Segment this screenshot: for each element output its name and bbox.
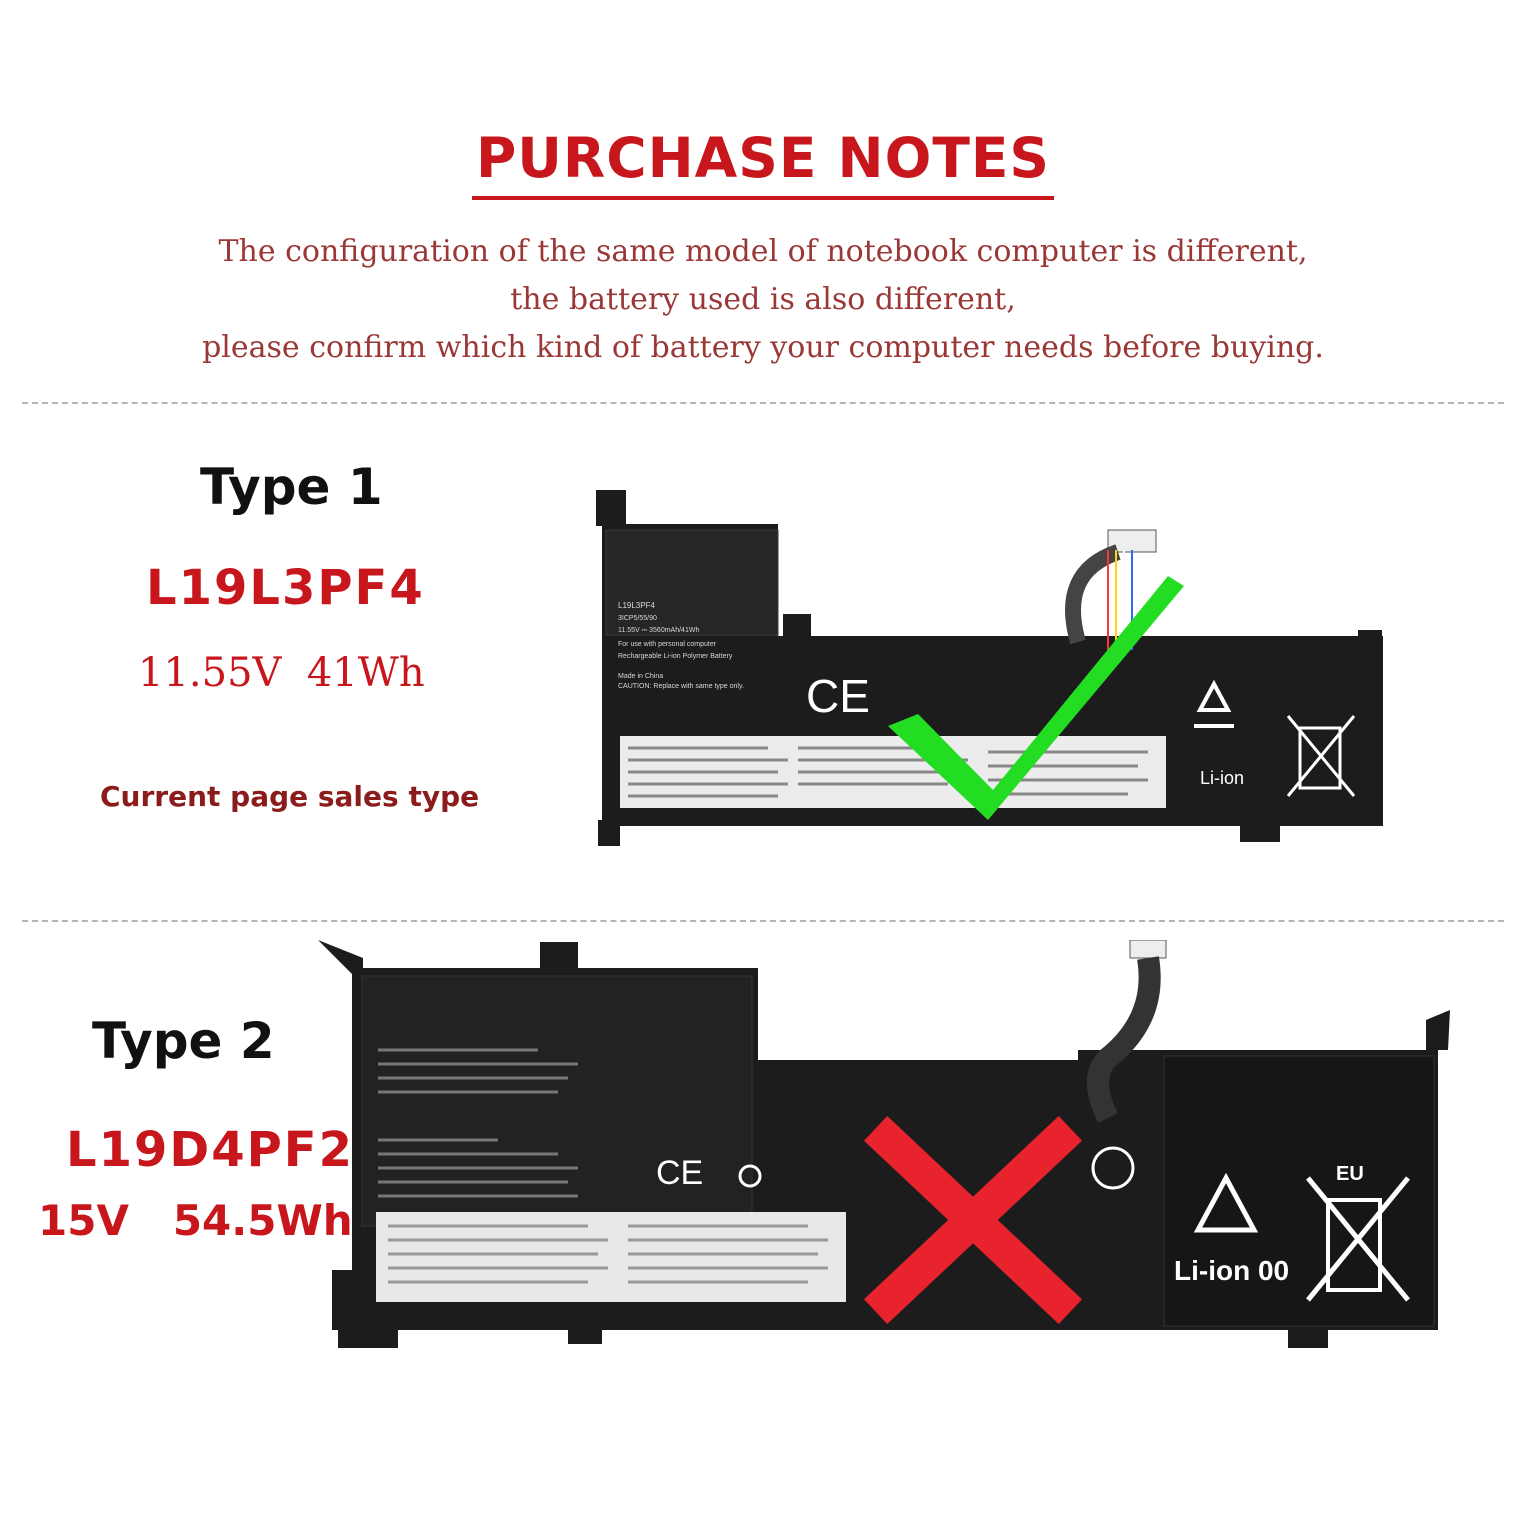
divider-top [22, 402, 1504, 404]
mount-tab [318, 940, 363, 980]
type2-battery-image: CE Li-ion 00 EU [318, 940, 1450, 1348]
battery-label-cells: 3ICP5/55/90 [618, 615, 657, 622]
crossed-bin-icon [1286, 715, 1356, 797]
connector-cable [1087, 956, 1161, 1123]
type2-model: L19D4PF2 [66, 1122, 354, 1178]
battery-panel [605, 529, 779, 636]
type1-spec: 11.55V 41Wh [138, 650, 425, 696]
type2-label: Type 2 [92, 1012, 275, 1070]
divider-middle [22, 920, 1504, 922]
recycle-icon [1194, 679, 1234, 728]
note-line-1: The configuration of the same model of n… [218, 234, 1308, 269]
battery-right-panel [1163, 1055, 1435, 1327]
mount-tab [596, 490, 626, 526]
note-line-2: the battery used is also different, [510, 282, 1016, 317]
connector-cable [1065, 544, 1121, 645]
mount-tab [598, 820, 620, 846]
battery-label-lines [378, 1048, 578, 1198]
type2-spec: 15V 54.5Wh [38, 1196, 353, 1245]
purchase-notes-text: The configuration of the same model of n… [0, 228, 1526, 372]
mount-tab [540, 942, 578, 974]
li-ion-label: Li-ion [1200, 768, 1244, 788]
crossed-bin-icon [1306, 1176, 1410, 1302]
battery-label-caution: CAUTION: Replace with same type only. [618, 683, 744, 690]
li-ion-label: Li-ion 00 [1174, 1255, 1289, 1286]
warning-text-lines [628, 746, 1148, 798]
warning-text-lines [388, 1224, 828, 1284]
current-page-sales-type: Current page sales type [100, 780, 480, 813]
ce-mark: CE [806, 670, 870, 722]
eu-label: EU [1336, 1163, 1364, 1185]
type1-model: L19L3PF4 [146, 560, 425, 616]
type1-label: Type 1 [200, 458, 383, 516]
battery-label-type: Rechargeable Li-ion Polymer Battery [618, 653, 733, 660]
note-line-3: please confirm which kind of battery you… [202, 330, 1324, 365]
title-text: PURCHASE NOTES [471, 126, 1055, 200]
mount-tab [1288, 1328, 1328, 1348]
battery-label-use: For use with personal computer [618, 641, 717, 648]
type1-battery-image: L19L3PF4 3ICP5/55/90 11.55V ⎓ 3560mAh/41… [596, 490, 1383, 846]
mount-tab [1426, 1010, 1450, 1050]
cross-mark-icon [863, 1115, 1083, 1325]
ce-mark: CE [656, 1154, 703, 1192]
check-mark-icon [888, 576, 1184, 820]
battery-panel [361, 975, 753, 1227]
connector-plug [1129, 940, 1167, 959]
battery-label-origin: Made in China [618, 673, 663, 680]
battery-label-model: L19L3PF4 [618, 601, 655, 610]
purchase-notes-title: PURCHASE NOTES [0, 126, 1526, 200]
recycle-icon [1193, 1172, 1259, 1233]
certification-icon [738, 1164, 762, 1188]
certification-icon [1091, 1146, 1135, 1190]
battery-label-rating: 11.55V ⎓ 3560mAh/41Wh [618, 627, 699, 634]
mount-tab [783, 614, 811, 636]
